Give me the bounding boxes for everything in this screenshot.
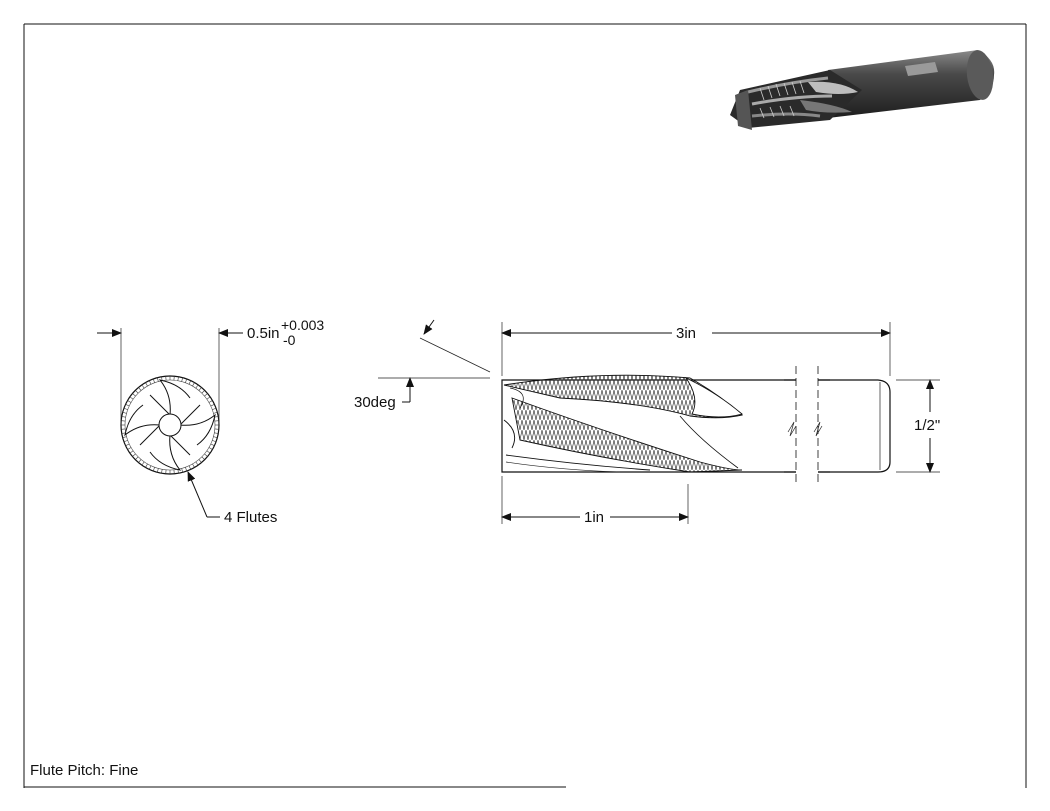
rim-serration-tick	[145, 382, 148, 387]
flute-count-label: 4 Flutes	[224, 509, 277, 526]
diameter-dimension: 0.5in	[247, 325, 280, 342]
rim-serration-tick	[212, 440, 217, 443]
rim-serration-tick	[206, 450, 211, 454]
rim-serration-tick	[132, 393, 136, 397]
rim-serration-tick	[192, 463, 195, 468]
rim-serration-tick	[129, 450, 134, 454]
shank-diameter-dimension: 1/2"	[914, 417, 940, 434]
rim-serration-tick	[141, 461, 145, 466]
rim-serration-tick	[123, 407, 128, 410]
rim-serration-tick	[123, 440, 128, 443]
rim-serration-tick	[135, 390, 139, 394]
rim-serration-tick	[210, 404, 215, 407]
rim-serration-tick	[125, 404, 130, 407]
rim-serration-tick	[198, 459, 202, 463]
rim-serration-tick	[188, 380, 191, 385]
side-view: 3in 1in 1/2" 30deg	[354, 319, 940, 526]
rim-serration-tick	[185, 467, 188, 472]
rim-serration-tick	[125, 443, 130, 446]
rim-serration-tick	[161, 469, 163, 474]
rim-serration-tick	[181, 377, 183, 382]
rim-serration-tick	[195, 461, 199, 466]
diameter-tolerance-upper: +0.003	[281, 317, 324, 333]
rim-serration-tick	[208, 447, 213, 450]
rim-serration-tick	[206, 396, 211, 400]
rim-serration-tick	[185, 378, 188, 383]
sheet-border	[23, 23, 1027, 788]
overall-length-dimension: 3in	[676, 325, 696, 342]
rim-serration-tick	[177, 376, 179, 381]
rim-serration-tick	[214, 432, 219, 434]
rim-serration-tick	[121, 416, 126, 418]
diameter-tolerance-lower: -0	[283, 332, 296, 348]
rim-serration-tick	[195, 384, 199, 389]
rim-serration-tick	[138, 459, 142, 463]
rim-serration-tick	[157, 377, 159, 382]
rim-serration-tick	[208, 400, 213, 403]
flute-length-dimension: 1in	[584, 509, 604, 526]
rim-serration-tick	[201, 456, 205, 460]
end-view-serrations	[121, 376, 219, 474]
rim-serration-tick	[122, 412, 127, 414]
rim-serration-tick	[149, 380, 152, 385]
rim-serration-tick	[157, 468, 159, 473]
rim-serration-tick	[152, 378, 155, 383]
rim-serration-tick	[132, 453, 136, 457]
rim-serration-tick	[213, 412, 218, 414]
rim-serration-tick	[210, 443, 215, 446]
helix-angle-dimension: 30deg	[354, 394, 396, 411]
end-view-flutes	[124, 379, 216, 471]
rim-serration-tick	[188, 465, 191, 470]
rim-serration-tick	[138, 387, 142, 391]
rim-serration-tick	[212, 407, 217, 410]
rim-serration-tick	[135, 456, 139, 460]
rim-serration-tick	[145, 463, 148, 468]
rim-serration-tick	[204, 393, 208, 397]
rim-serration-tick	[122, 436, 127, 438]
rim-serration-tick	[127, 400, 132, 403]
rim-serration-tick	[201, 390, 205, 394]
rim-serration-tick	[149, 465, 152, 470]
rim-serration-tick	[152, 467, 155, 472]
flute-region	[503, 374, 743, 473]
flute-pitch-note: Flute Pitch: Fine	[30, 762, 138, 779]
isometric-view	[730, 50, 995, 130]
rim-serration-tick	[181, 468, 183, 473]
rim-serration-tick	[198, 387, 202, 391]
rim-serration-tick	[141, 384, 145, 389]
rim-serration-tick	[192, 382, 195, 387]
rim-serration-tick	[129, 396, 134, 400]
rim-serration-tick	[204, 453, 208, 457]
rim-serration-tick	[127, 447, 132, 450]
end-view: 0.5in +0.003 -0 4 Flutes	[97, 317, 324, 526]
rim-serration-tick	[213, 436, 218, 438]
